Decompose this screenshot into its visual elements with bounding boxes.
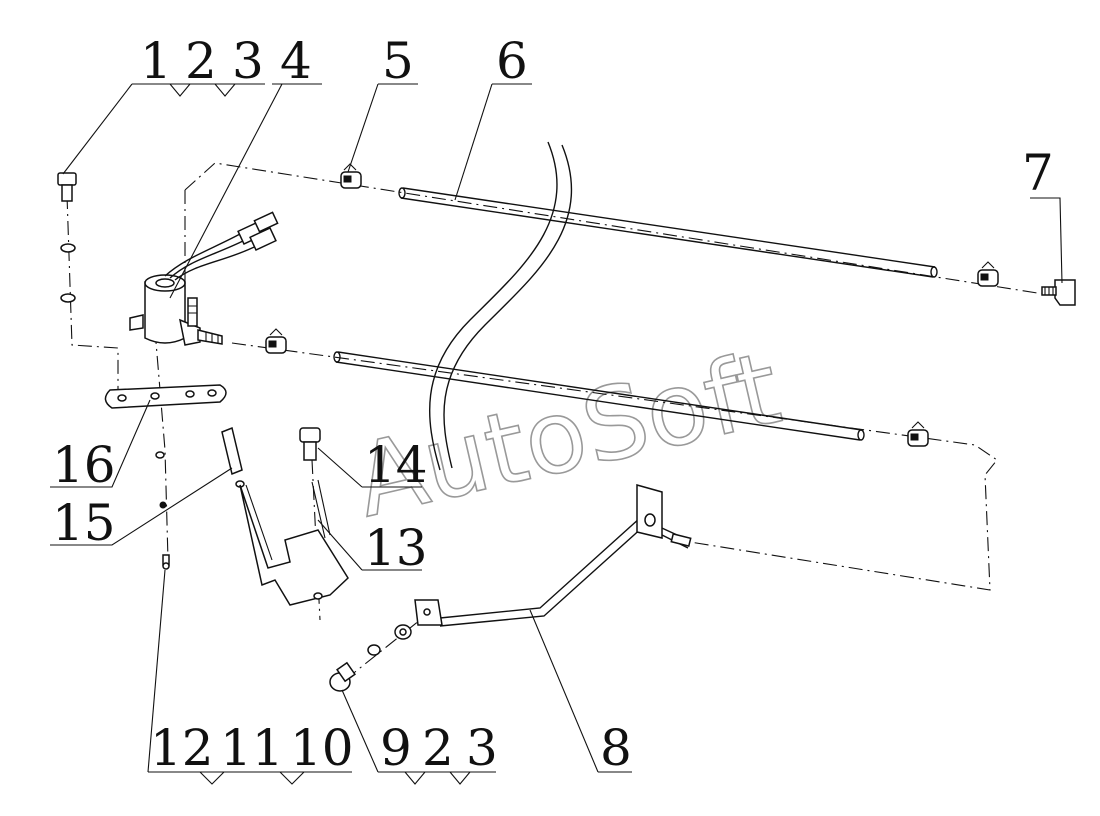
callout-9: 9 (380, 719, 412, 777)
hose-clamp-lower-left (265, 328, 287, 354)
fuel-line (414, 484, 692, 627)
washer-hole (399, 628, 407, 636)
solenoid-valve (129, 211, 279, 346)
bracket-bolt (299, 427, 321, 461)
callout-14: 14 (364, 436, 428, 494)
small-screw (162, 554, 170, 570)
leader-lines (50, 83, 1063, 785)
callout-4: 4 (280, 32, 312, 90)
curved-cable (429, 141, 573, 471)
callout-16: 16 (52, 436, 116, 494)
callout-3: 3 (232, 32, 264, 90)
long-hose (398, 187, 938, 278)
callout-9-2: 2 (422, 719, 454, 777)
autosoft-watermark: AutoSoft (345, 329, 790, 540)
callout-11: 11 (220, 719, 284, 777)
washer-lower (60, 293, 76, 303)
mounting-bolt (57, 172, 77, 202)
callout-2: 2 (185, 32, 217, 90)
callout-5: 5 (382, 32, 414, 90)
hose-clamp-upper-left (340, 163, 362, 189)
hose-clamp-lower-right (907, 421, 929, 447)
banjo-bolt (329, 661, 356, 692)
callout-10: 10 (290, 719, 354, 777)
washer-upper (60, 243, 76, 253)
callout-15: 15 (52, 494, 116, 552)
bracket-plate (104, 384, 227, 409)
hose-clamp-upper-right (977, 261, 999, 287)
callout-6: 6 (496, 32, 528, 90)
washer-lower-right (367, 644, 381, 656)
lower-hose (333, 351, 865, 441)
callout-7: 7 (1022, 144, 1054, 202)
mounting-bracket (239, 479, 349, 606)
callout-1: 1 (140, 32, 172, 90)
callout-12: 12 (150, 719, 214, 777)
elbow-fitting (1041, 279, 1076, 306)
short-tube (221, 426, 245, 488)
small-nut (159, 501, 167, 509)
callout-8: 8 (600, 719, 632, 777)
callout-9-3: 3 (466, 719, 498, 777)
callout-13: 13 (364, 519, 428, 577)
small-washer (155, 451, 165, 459)
